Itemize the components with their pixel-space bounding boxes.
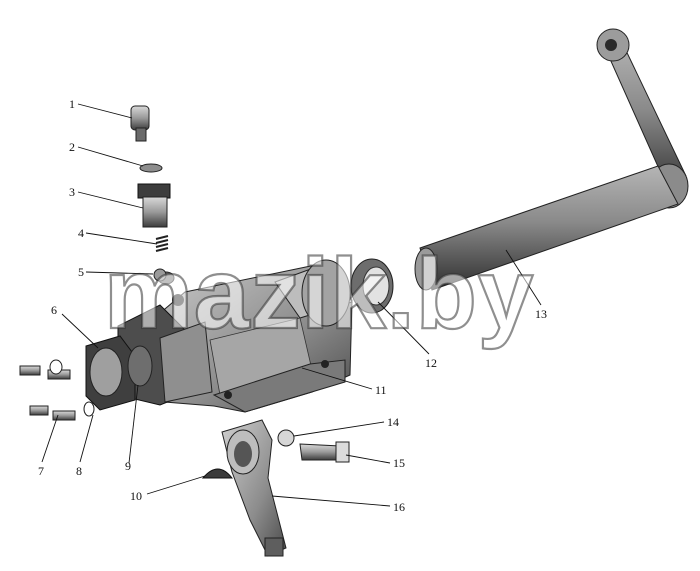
- housing-part-11: [117, 259, 353, 413]
- callout-7: 7: [38, 464, 44, 478]
- callout-4: 4: [78, 226, 84, 240]
- callout-labels: 1 2 3 4 5 6 7 8 9 10 11 12 13 14 15 16: [38, 97, 547, 514]
- cover-part-6: [85, 335, 153, 411]
- pin-part-14: [277, 429, 295, 447]
- ball-part-5: [153, 268, 167, 282]
- callout-5: 5: [78, 265, 84, 279]
- bolt-part-15: [299, 441, 350, 463]
- callout-1: 1: [69, 97, 75, 111]
- callout-12: 12: [425, 356, 437, 370]
- plug-part-3: [137, 183, 171, 228]
- callout-14: 14: [387, 415, 399, 429]
- callout-13: 13: [535, 307, 547, 321]
- callout-11: 11: [375, 383, 387, 397]
- watermark-text: mazik.by: [104, 238, 534, 350]
- spring-part-4: [155, 235, 169, 252]
- shaft-lever-part-13: [414, 28, 689, 291]
- leader-lines: [41, 103, 542, 507]
- callout-6: 6: [51, 303, 57, 317]
- key-part-10: [201, 468, 234, 479]
- washer-part-2: [139, 163, 163, 173]
- lever-arm-part-16: [221, 419, 287, 557]
- callout-8: 8: [76, 464, 82, 478]
- callout-15: 15: [393, 456, 405, 470]
- bolts-part-7: [19, 365, 76, 421]
- plunger-part-1: [130, 105, 150, 142]
- callout-3: 3: [69, 185, 75, 199]
- callout-9: 9: [125, 459, 131, 473]
- callout-16: 16: [393, 500, 405, 514]
- callout-2: 2: [69, 140, 75, 154]
- callout-10: 10: [130, 489, 142, 503]
- bushing-ring-part-12: [350, 258, 394, 314]
- washers-part-8: [49, 359, 95, 417]
